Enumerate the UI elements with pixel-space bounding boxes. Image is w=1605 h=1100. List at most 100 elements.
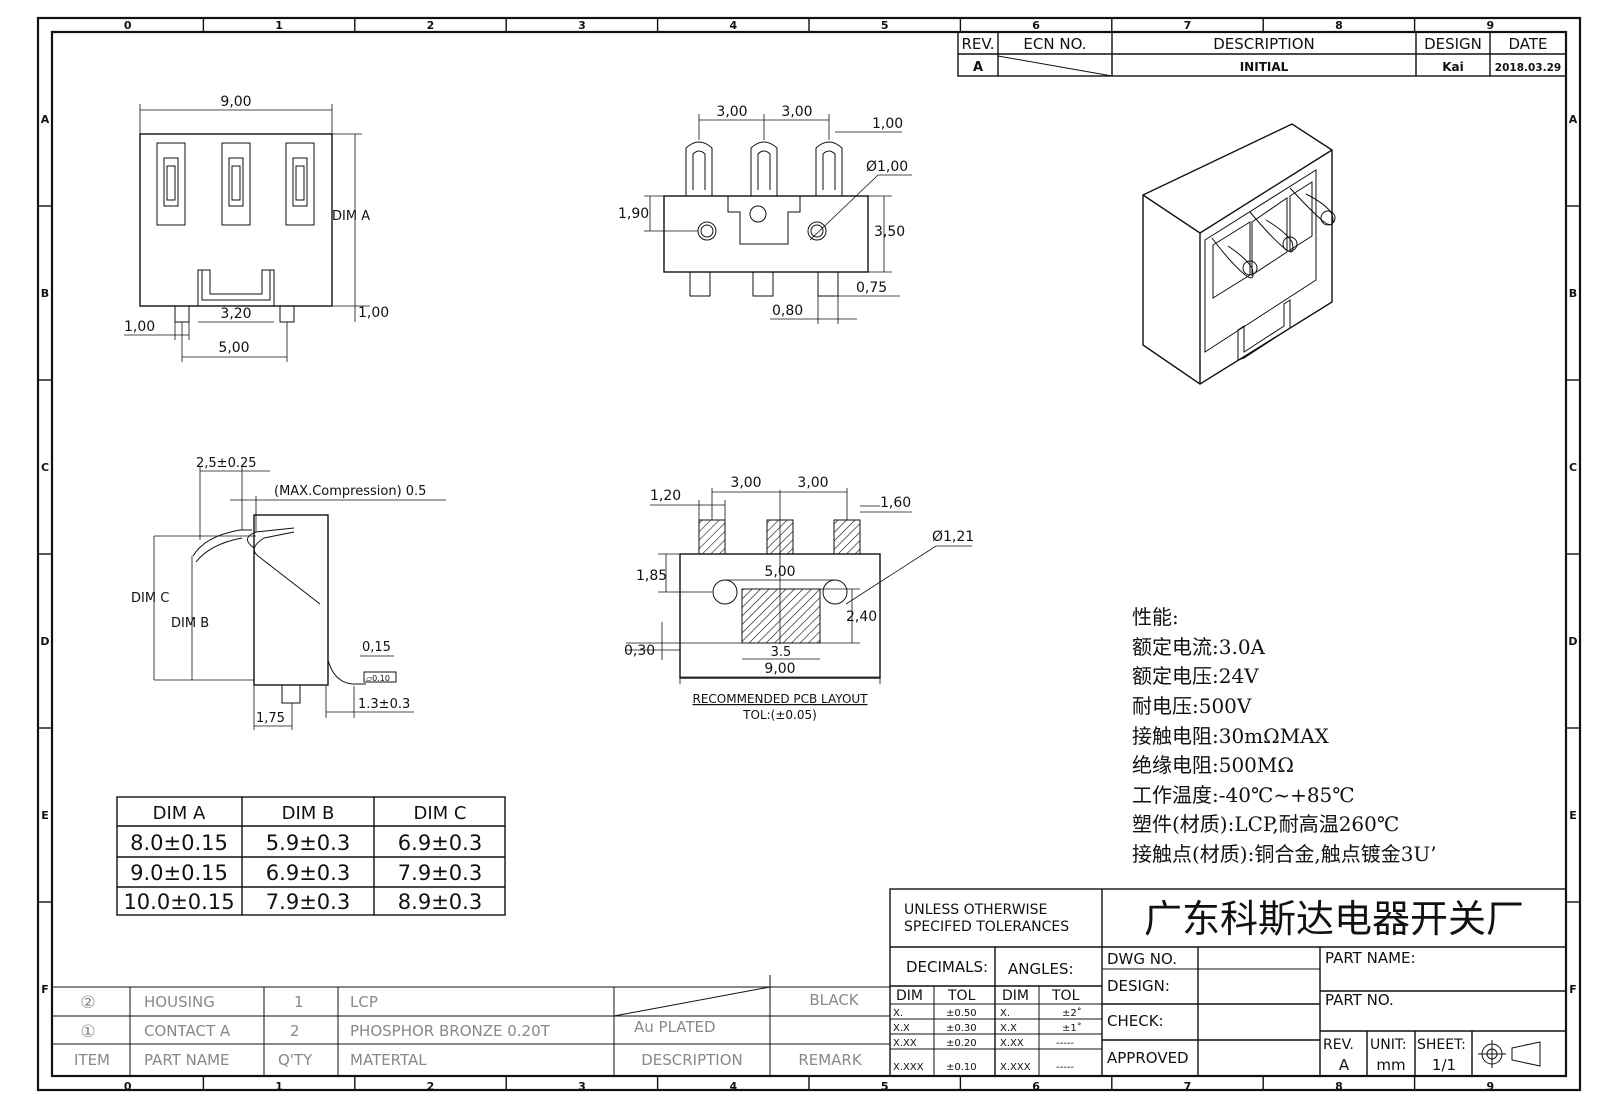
- unit-value: mm: [1376, 1056, 1405, 1074]
- angles-tol: -----: [1056, 1062, 1074, 1073]
- bom-material: PHOSPHOR BRONZE 0.20T: [350, 1022, 551, 1040]
- angles-tol: ±1˚: [1062, 1022, 1082, 1034]
- pcb-hole-dia: Ø1,21: [932, 529, 974, 545]
- top-width-dim: 9,00: [220, 94, 251, 110]
- angles-tol: -----: [1056, 1038, 1074, 1049]
- front-view: 3,00 3,00 1,00 Ø1,00 1,90 3,50 0,75 0,80: [618, 104, 912, 324]
- angles-dim: X.X: [1000, 1023, 1017, 1034]
- zone-column-label: 0: [124, 19, 132, 32]
- bom-part: HOUSING: [144, 993, 215, 1011]
- top-view: 9,00 DIM A 1,00 1,00 3,20 5,00: [124, 94, 389, 362]
- bill-of-materials: ② HOUSING 1 LCP BLACK ① CONTACT A 2 PHOS…: [52, 975, 890, 1076]
- dim-table-cell: 6.9±0.3: [266, 861, 350, 885]
- front-dim-1-00: 1,00: [872, 116, 903, 132]
- pcb-dim-3-00-a: 3,00: [730, 475, 761, 491]
- specifications: 性能: 额定电流:3.0A 额定电压:24V 耐电压:500V 接触电阻:30m…: [1132, 605, 1437, 866]
- pcb-dim-3-00-b: 3,00: [797, 475, 828, 491]
- title-block: UNLESS OTHERWISE SPECIFED TOLERANCES 广东科…: [889, 888, 1567, 1077]
- zone-column-label: 8: [1335, 1080, 1343, 1093]
- rev-header: REV.: [962, 35, 995, 53]
- side-dim-1-75: 1,75: [256, 711, 285, 726]
- bom-header-remark: REMARK: [798, 1051, 863, 1069]
- front-dim-3-50: 3,50: [874, 224, 905, 240]
- pcb-dim-1-85: 1,85: [636, 568, 667, 584]
- bom-material: LCP: [350, 993, 378, 1011]
- decimals-tol: ±0.30: [946, 1023, 977, 1034]
- pcb-dim-5-00: 5,00: [764, 564, 795, 580]
- angles-tol: ±2˚: [1062, 1007, 1082, 1019]
- dim-col-label: DIM: [1002, 988, 1029, 1004]
- side-dim-1-3: 1.3±0.3: [358, 697, 410, 712]
- description-value: INITIAL: [1240, 60, 1289, 74]
- spec-line: 塑件(材质):LCP,耐高温260℃: [1132, 812, 1399, 836]
- top-dim-5-00: 5,00: [218, 340, 249, 356]
- dim-table-cell: 8.9±0.3: [398, 890, 482, 914]
- design-label: DESIGN:: [1107, 977, 1170, 995]
- spec-line: 性能:: [1132, 605, 1179, 629]
- side-flatness: ▱0.10: [366, 674, 390, 683]
- front-hole-dia: Ø1,00: [866, 159, 908, 175]
- pcb-title: RECOMMENDED PCB LAYOUT: [692, 692, 868, 706]
- zone-column-label: 4: [729, 19, 737, 32]
- sheet-value: 1/1: [1432, 1056, 1456, 1074]
- dim-table: DIM A DIM B DIM C 8.0±0.15 5.9±0.3 6.9±0…: [116, 796, 506, 916]
- dim-table-cell: 6.9±0.3: [398, 831, 482, 855]
- bom-header-item: ITEM: [74, 1051, 110, 1069]
- pcb-dim-0-30: 0,30: [624, 643, 655, 659]
- pcb-layout: 3,00 3,00 1,20 1,60 Ø1,21 1,85 5,00 2,40…: [624, 475, 974, 722]
- top-dim-1-00-left: 1,00: [124, 319, 155, 335]
- tol-col-label: TOL: [1051, 988, 1080, 1004]
- pcb-dim-2-40: 2,40: [846, 609, 877, 625]
- bom-item: ②: [80, 993, 95, 1013]
- top-dim-1-00-right: 1,00: [358, 305, 389, 321]
- zone-row-label: A: [1569, 113, 1578, 126]
- top-dim-3-20: 3,20: [220, 306, 251, 322]
- rev-label: REV.: [1323, 1037, 1354, 1053]
- unit-label: UNIT:: [1370, 1037, 1407, 1053]
- angles-dim: X.: [1000, 1008, 1010, 1019]
- front-dim-0-75: 0,75: [856, 280, 887, 296]
- zone-column-label: 5: [881, 19, 889, 32]
- pcb-tolerance: TOL:(±0.05): [742, 708, 817, 722]
- dim-table-header-c: DIM C: [414, 803, 467, 824]
- pcb-dim-1-60: 1,60: [880, 495, 911, 511]
- decimals-tol: ±0.50: [946, 1008, 977, 1019]
- pcb-dim-1-20: 1,20: [650, 488, 681, 504]
- projection-symbol-icon: [1478, 1040, 1541, 1068]
- side-dim-0-15: 0,15: [362, 640, 391, 655]
- bom-part: CONTACT A: [144, 1022, 231, 1040]
- bom-header-material: MATERTAL: [350, 1051, 427, 1069]
- spec-line: 耐电压:500V: [1132, 694, 1252, 718]
- side-dim-2-5: 2,5±0.25: [196, 456, 257, 471]
- spec-line: 工作温度:-40℃~+85℃: [1132, 783, 1355, 807]
- side-view: 2,5±0.25 (MAX.Compression) 0.5 DIM C DIM…: [131, 456, 446, 730]
- zone-row-label: D: [1568, 635, 1577, 648]
- zone-column-label: 1: [275, 1080, 283, 1093]
- zone-column-label: 2: [427, 19, 435, 32]
- isometric-view: [1142, 123, 1336, 385]
- side-dim-c: DIM C: [131, 591, 169, 606]
- zone-column-label: 1: [275, 19, 283, 32]
- bom-qty: 1: [294, 993, 304, 1011]
- bom-item: ①: [80, 1022, 95, 1042]
- part-name-label: PART NAME:: [1325, 949, 1416, 967]
- zone-column-label: 2: [427, 1080, 435, 1093]
- dim-table-header-b: DIM B: [282, 803, 335, 824]
- decimals-tol: ±0.20: [946, 1038, 977, 1049]
- front-dim-1-90: 1,90: [618, 206, 649, 222]
- date-value: 2018.03.29: [1495, 62, 1561, 74]
- tolerance-note-1: UNLESS OTHERWISE: [904, 902, 1047, 918]
- company-name: 广东科斯达电器开关厂: [1144, 897, 1524, 941]
- zone-column-label: 6: [1032, 19, 1040, 32]
- rev-value: A: [1339, 1056, 1350, 1074]
- sheet-label: SHEET:: [1417, 1037, 1466, 1053]
- zone-column-label: 8: [1335, 19, 1343, 32]
- dwg-no-label: DWG NO.: [1107, 950, 1177, 968]
- front-dim-3-00-a: 3,00: [716, 104, 747, 120]
- revision-block: REV. ECN NO. DESCRIPTION DESIGN DATE A I…: [957, 31, 1567, 77]
- zone-column-label: 9: [1486, 19, 1494, 32]
- date-header: DATE: [1508, 35, 1547, 53]
- pcb-dim-3-5: 3.5: [771, 645, 792, 660]
